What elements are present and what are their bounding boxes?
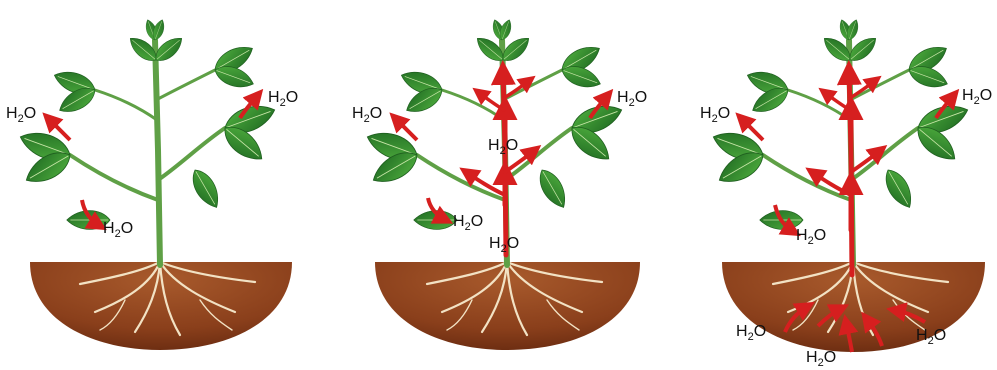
h2o-label: H2O [103,220,133,240]
h2o-label: H2O [736,323,766,343]
stem [763,40,918,265]
stem [70,40,225,265]
h2o-label: H2O [268,89,298,109]
xylem-flow [812,70,881,275]
h2o-label: H2O [806,349,836,369]
plant-1: H2O H2O H2O [6,18,298,350]
h2o-label: H2O [796,227,826,247]
h2o-label: H2O [6,105,36,125]
h2o-label: H2O [453,213,483,233]
plant-2: H2O H2O H2O H2O H2O [352,18,647,350]
plant-3: H2O H2O H2O H2O H2O H2O [700,18,992,369]
h2o-label: H2O [962,87,992,107]
h2o-label: H2O [700,105,730,125]
h2o-label: H2O [352,105,382,125]
h2o-label: H2O [617,89,647,109]
